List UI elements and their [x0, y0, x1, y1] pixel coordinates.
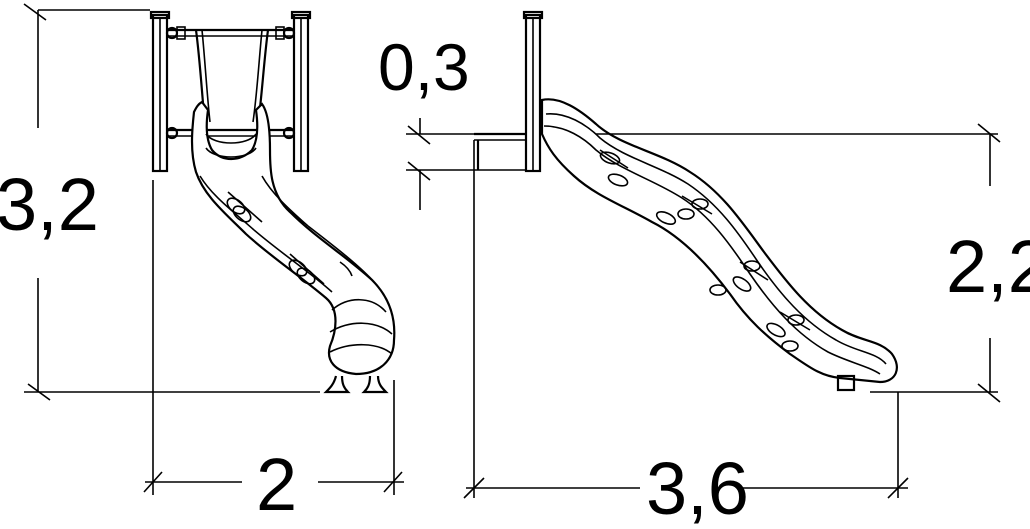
side-view — [474, 10, 898, 392]
front-slide-tube — [190, 100, 396, 376]
front-left-post — [149, 10, 171, 173]
dim-label-platform-height: 0,3 — [378, 30, 470, 104]
dim-label-length-side: 3,6 — [646, 447, 749, 529]
dim-label-width-front: 2 — [256, 443, 297, 526]
dim-width-front: 2 — [143, 180, 404, 526]
dim-height-total: 3,2 — [0, 3, 320, 401]
front-view — [149, 10, 396, 394]
front-right-post — [290, 10, 312, 173]
dim-slide-height: 2,2 — [596, 123, 1030, 403]
front-top-bar — [165, 26, 296, 40]
front-base-feet — [323, 375, 389, 394]
side-slide-body — [540, 98, 898, 392]
side-slide-foot — [836, 374, 856, 392]
dim-label-slide-height: 2,2 — [946, 225, 1030, 308]
dim-platform-height: 0,3 — [378, 30, 526, 210]
front-cross-bar — [165, 126, 296, 140]
side-handles — [599, 149, 811, 352]
dim-label-height-total: 3,2 — [0, 163, 99, 246]
side-platform — [474, 132, 526, 170]
dim-length-side: 3,6 — [463, 140, 909, 529]
side-post — [522, 10, 544, 173]
